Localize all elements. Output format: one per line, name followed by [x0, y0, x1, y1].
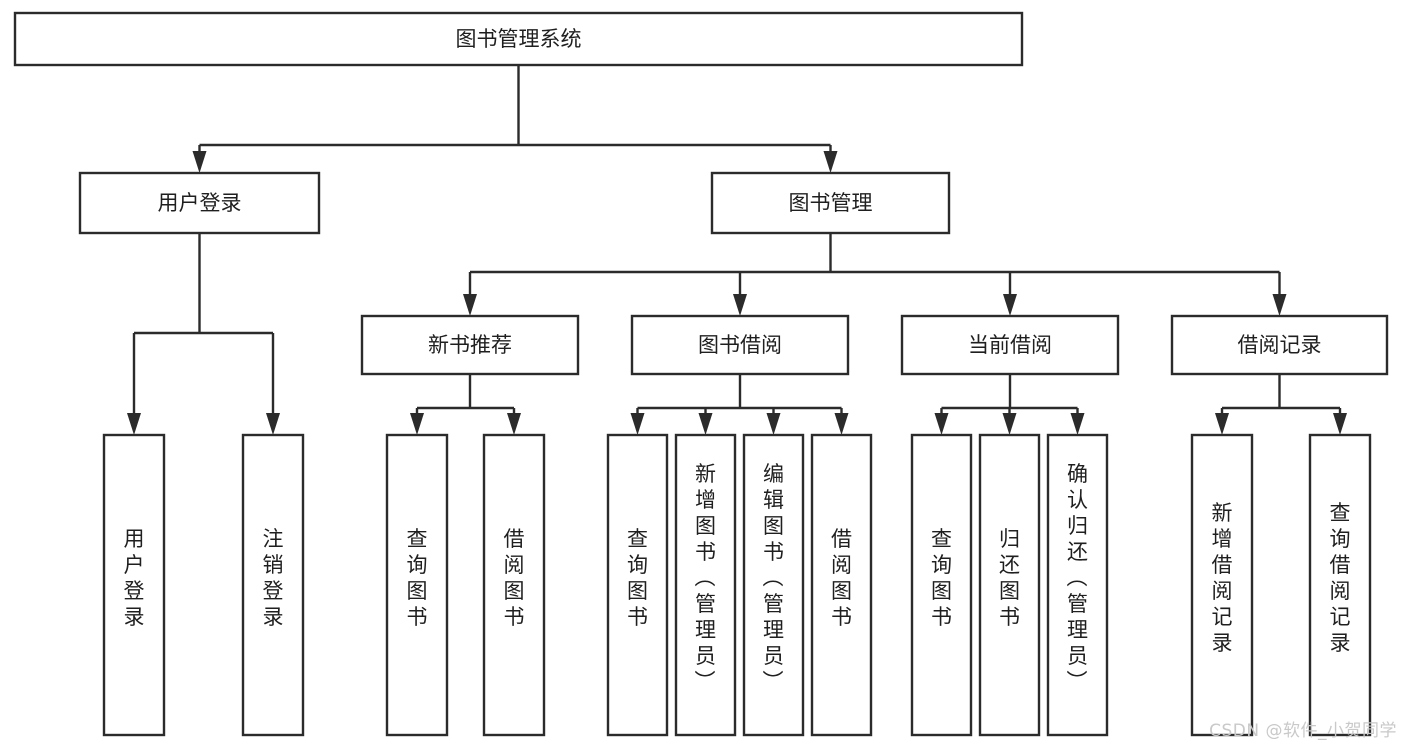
arrow-head-icon	[1215, 413, 1229, 435]
node-leaf-query-book-3[interactable]: 查询图书	[910, 433, 973, 737]
connectors-layer	[127, 65, 1347, 435]
node-current-borrow[interactable]: 当前借阅	[900, 314, 1120, 376]
watermark-label: CSDN @软件_小贺同学	[1209, 721, 1397, 741]
node-box[interactable]	[1046, 433, 1109, 737]
node-book-manage[interactable]: 图书管理	[710, 171, 951, 235]
node-box[interactable]	[241, 433, 305, 737]
node-label: 新增图书（管理员）	[695, 462, 717, 694]
node-box[interactable]	[78, 171, 321, 235]
arrow-head-icon	[630, 413, 645, 435]
node-label: 图书管理系统	[456, 27, 582, 51]
node-leaf-confirm-return[interactable]: 确认归还（管理员）	[1046, 433, 1109, 737]
node-box[interactable]	[810, 433, 873, 737]
node-box[interactable]	[385, 433, 449, 737]
node-leaf-query-book-2[interactable]: 查询图书	[606, 433, 669, 737]
arrow-head-icon	[733, 294, 747, 316]
node-box[interactable]	[1170, 314, 1389, 376]
node-leaf-add-book[interactable]: 新增图书（管理员）	[674, 433, 737, 737]
arrow-head-icon	[127, 413, 141, 435]
arrow-head-icon	[192, 151, 207, 173]
arrow-head-icon	[1070, 413, 1085, 435]
arrow-head-icon	[1272, 294, 1287, 316]
node-label: 用户登录	[124, 527, 145, 629]
node-box[interactable]	[102, 433, 166, 737]
node-box[interactable]	[710, 171, 951, 235]
node-label: 查询图书	[627, 527, 648, 629]
arrow-head-icon	[1002, 413, 1017, 435]
node-box[interactable]	[742, 433, 805, 737]
node-box[interactable]	[674, 433, 737, 737]
node-leaf-add-record[interactable]: 新增借阅记录	[1190, 433, 1254, 737]
node-box[interactable]	[910, 433, 973, 737]
node-label: 图书管理	[789, 191, 873, 215]
node-label: 新书推荐	[428, 333, 512, 357]
node-label: 查询图书	[407, 527, 428, 629]
node-box[interactable]	[1190, 433, 1254, 737]
arrow-head-icon	[1003, 294, 1017, 316]
arrow-head-icon	[266, 413, 280, 435]
node-box[interactable]	[1308, 433, 1372, 737]
node-box[interactable]	[606, 433, 669, 737]
node-label: 当前借阅	[968, 333, 1052, 357]
node-user-login[interactable]: 用户登录	[78, 171, 321, 235]
node-leaf-query-book-1[interactable]: 查询图书	[385, 433, 449, 737]
node-label: 查询图书	[931, 527, 952, 629]
arrow-head-icon	[410, 413, 424, 435]
node-leaf-borrow-book-1[interactable]: 借阅图书	[482, 433, 546, 737]
node-leaf-user-logout[interactable]: 注销登录	[241, 433, 305, 737]
node-box[interactable]	[360, 314, 580, 376]
arrow-head-icon	[698, 413, 713, 435]
node-label: 确认归还（管理员）	[1067, 462, 1089, 694]
arrow-head-icon	[766, 413, 781, 435]
nodes-layer: 图书管理系统用户登录图书管理新书推荐图书借阅当前借阅借阅记录用户登录注销登录查询…	[13, 11, 1389, 737]
node-label: 归还图书	[999, 527, 1020, 629]
node-leaf-query-record[interactable]: 查询借阅记录	[1308, 433, 1372, 737]
node-label: 借阅记录	[1238, 333, 1322, 357]
arrow-head-icon	[834, 413, 849, 435]
arrow-head-icon	[934, 413, 949, 435]
node-box[interactable]	[482, 433, 546, 737]
arrow-head-icon	[823, 151, 838, 173]
node-label: 图书借阅	[698, 333, 782, 357]
node-leaf-borrow-book-2[interactable]: 借阅图书	[810, 433, 873, 737]
node-label: 借阅图书	[831, 527, 852, 629]
node-book-borrow[interactable]: 图书借阅	[630, 314, 850, 376]
node-label: 编辑图书（管理员）	[763, 462, 785, 694]
node-label: 查询借阅记录	[1330, 501, 1351, 655]
node-new-book-rec[interactable]: 新书推荐	[360, 314, 580, 376]
arrow-head-icon	[507, 413, 521, 435]
arrow-head-icon	[1333, 413, 1347, 435]
node-box[interactable]	[13, 11, 1024, 67]
node-label: 新增借阅记录	[1212, 501, 1233, 655]
node-leaf-edit-book[interactable]: 编辑图书（管理员）	[742, 433, 805, 737]
node-box[interactable]	[978, 433, 1041, 737]
node-box[interactable]	[900, 314, 1120, 376]
node-borrow-record[interactable]: 借阅记录	[1170, 314, 1389, 376]
node-leaf-return-book[interactable]: 归还图书	[978, 433, 1041, 737]
node-label: 用户登录	[158, 191, 242, 215]
node-box[interactable]	[630, 314, 850, 376]
node-label: 借阅图书	[504, 527, 525, 629]
node-label: 注销登录	[263, 527, 284, 629]
arrow-head-icon	[463, 294, 477, 316]
node-root[interactable]: 图书管理系统	[13, 11, 1024, 67]
node-leaf-user-login[interactable]: 用户登录	[102, 433, 166, 737]
